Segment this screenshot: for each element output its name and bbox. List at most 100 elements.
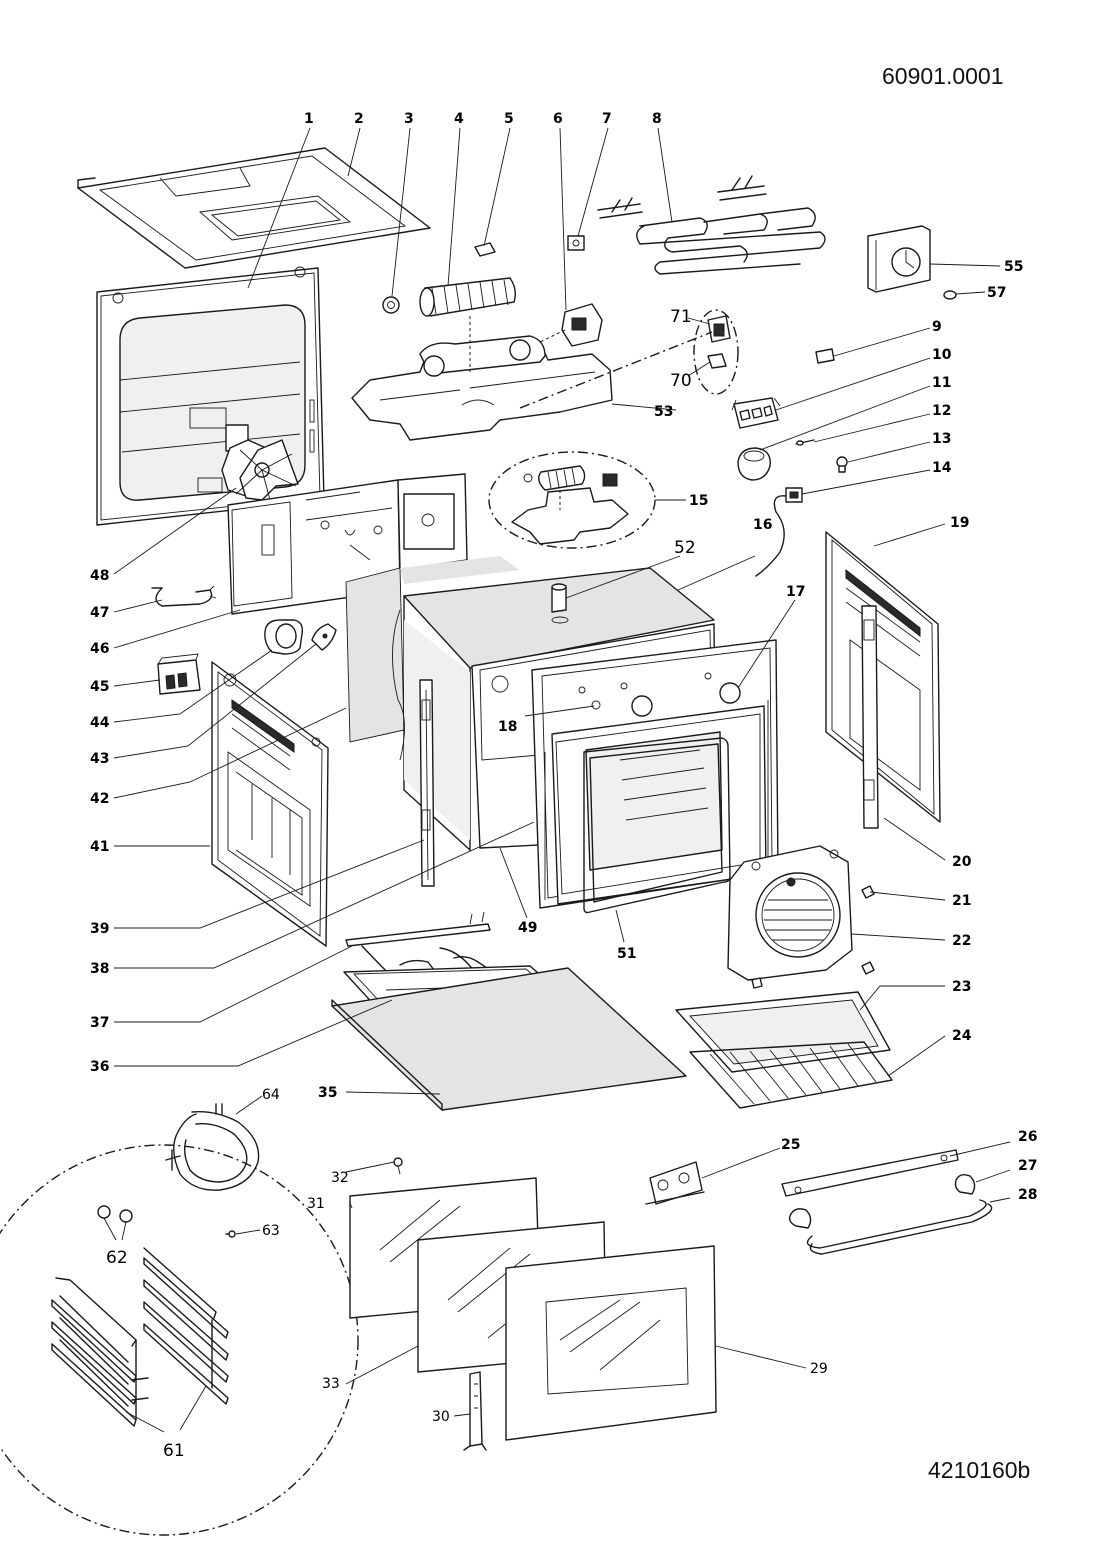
callout-23: 23 [952,979,971,995]
part-thermostat-detail [693,309,739,395]
callout-9: 9 [932,319,942,335]
part-timer-knob [943,290,957,300]
part-left-guide-rail [419,679,435,887]
callout-70: 70 [670,371,692,391]
callout-33: 33 [322,1376,340,1392]
part-left-side-panel [211,661,329,947]
part-door-seal [583,737,731,914]
part-handle-support [781,1149,959,1197]
part-front-frame [531,639,779,909]
callout-12: 12 [932,403,951,419]
callout-17: 17 [786,584,805,600]
callout-8: 8 [652,111,662,127]
callout-1: 1 [304,111,314,127]
part-top-panel [77,147,431,269]
part-tangential-motor [534,303,603,356]
callout-63: 63 [262,1223,280,1239]
part-clip [474,242,496,257]
callout-38: 38 [90,961,109,977]
part-screw [393,1157,403,1175]
callout-11: 11 [932,375,951,391]
callout-19: 19 [950,515,969,531]
callout-44: 44 [90,715,110,731]
callout-10: 10 [932,347,952,363]
callout-29: 29 [810,1361,828,1377]
callout-5: 5 [504,111,514,127]
callout-55: 55 [1004,259,1023,275]
callout-57: 57 [987,285,1006,301]
part-door-handle [806,1199,993,1255]
part-right-side-panel [825,531,941,829]
callout-30: 30 [432,1409,450,1425]
revision-code: 4210160b [928,1457,1030,1483]
callout-2: 2 [354,111,364,127]
part-sensor-probe [795,439,815,446]
part-washer [382,296,400,314]
callout-7: 7 [602,111,612,127]
part-tray [675,991,891,1073]
part-lamp-cover [737,447,771,481]
callout-71: 71 [670,307,692,327]
callout-45: 45 [90,679,109,695]
part-lamp-bulb [836,456,848,473]
callout-18: 18 [498,719,517,735]
callout-42: 42 [90,791,109,807]
part-clip-small [815,348,835,364]
callout-53: 53 [654,404,673,420]
callout-41: 41 [90,839,109,855]
callout-26: 26 [1018,1129,1037,1145]
part-small-thermostat [567,235,585,251]
part-fan-duct [351,316,713,441]
part-circular-element [165,1103,260,1191]
part-fan-cover [727,845,875,989]
part-side-racks-detail [0,1144,359,1536]
callout-61: 61 [163,1441,185,1461]
part-timer [867,225,931,293]
callout-27: 27 [1018,1158,1037,1174]
leader-lines [103,127,1011,1433]
callout-28: 28 [1018,1187,1037,1203]
part-floor-panel [331,967,687,1111]
callout-62: 62 [106,1248,128,1268]
part-vent-tube [551,583,569,624]
part-lamp-holder [264,619,304,655]
callout-51: 51 [617,946,636,962]
part-door-hinge [463,1371,487,1451]
callout-49: 49 [518,920,537,936]
part-top-heating-element [597,175,826,275]
part-back-panel [96,266,325,526]
part-grid-shelf [689,1041,893,1109]
callout-22: 22 [952,933,971,949]
part-door-outer-panel [505,1245,717,1441]
callout-20: 20 [952,854,972,870]
part-main-terminal-block [157,653,201,695]
part-handle-caps [788,1173,976,1229]
callout-37: 37 [90,1015,109,1031]
callout-15: 15 [689,493,708,509]
callout-24: 24 [952,1028,972,1044]
drawing-number: 60901.0001 [882,63,1004,89]
callout-36: 36 [90,1059,109,1075]
part-fan-motor [221,424,299,501]
callout-31: 31 [307,1196,325,1212]
callout-13: 13 [932,431,951,447]
callout-52: 52 [674,538,696,558]
callout-32: 32 [331,1170,349,1186]
callout-3: 3 [404,111,414,127]
part-switch-cable [755,487,803,577]
callout-46: 46 [90,641,109,657]
part-fan-roller [419,277,517,317]
callout-21: 21 [952,893,971,909]
part-terminal-block [731,397,781,429]
callout-4: 4 [454,111,464,127]
part-lamp-glass [311,623,337,651]
callout-47: 47 [90,605,109,621]
callout-48: 48 [90,568,109,584]
callout-16: 16 [753,517,772,533]
callout-14: 14 [932,460,952,476]
callout-25: 25 [781,1137,800,1153]
callout-labels: 1 2 3 4 5 6 7 8 55 57 71 70 9 10 11 12 1… [90,111,1037,1461]
callout-64: 64 [262,1087,280,1103]
